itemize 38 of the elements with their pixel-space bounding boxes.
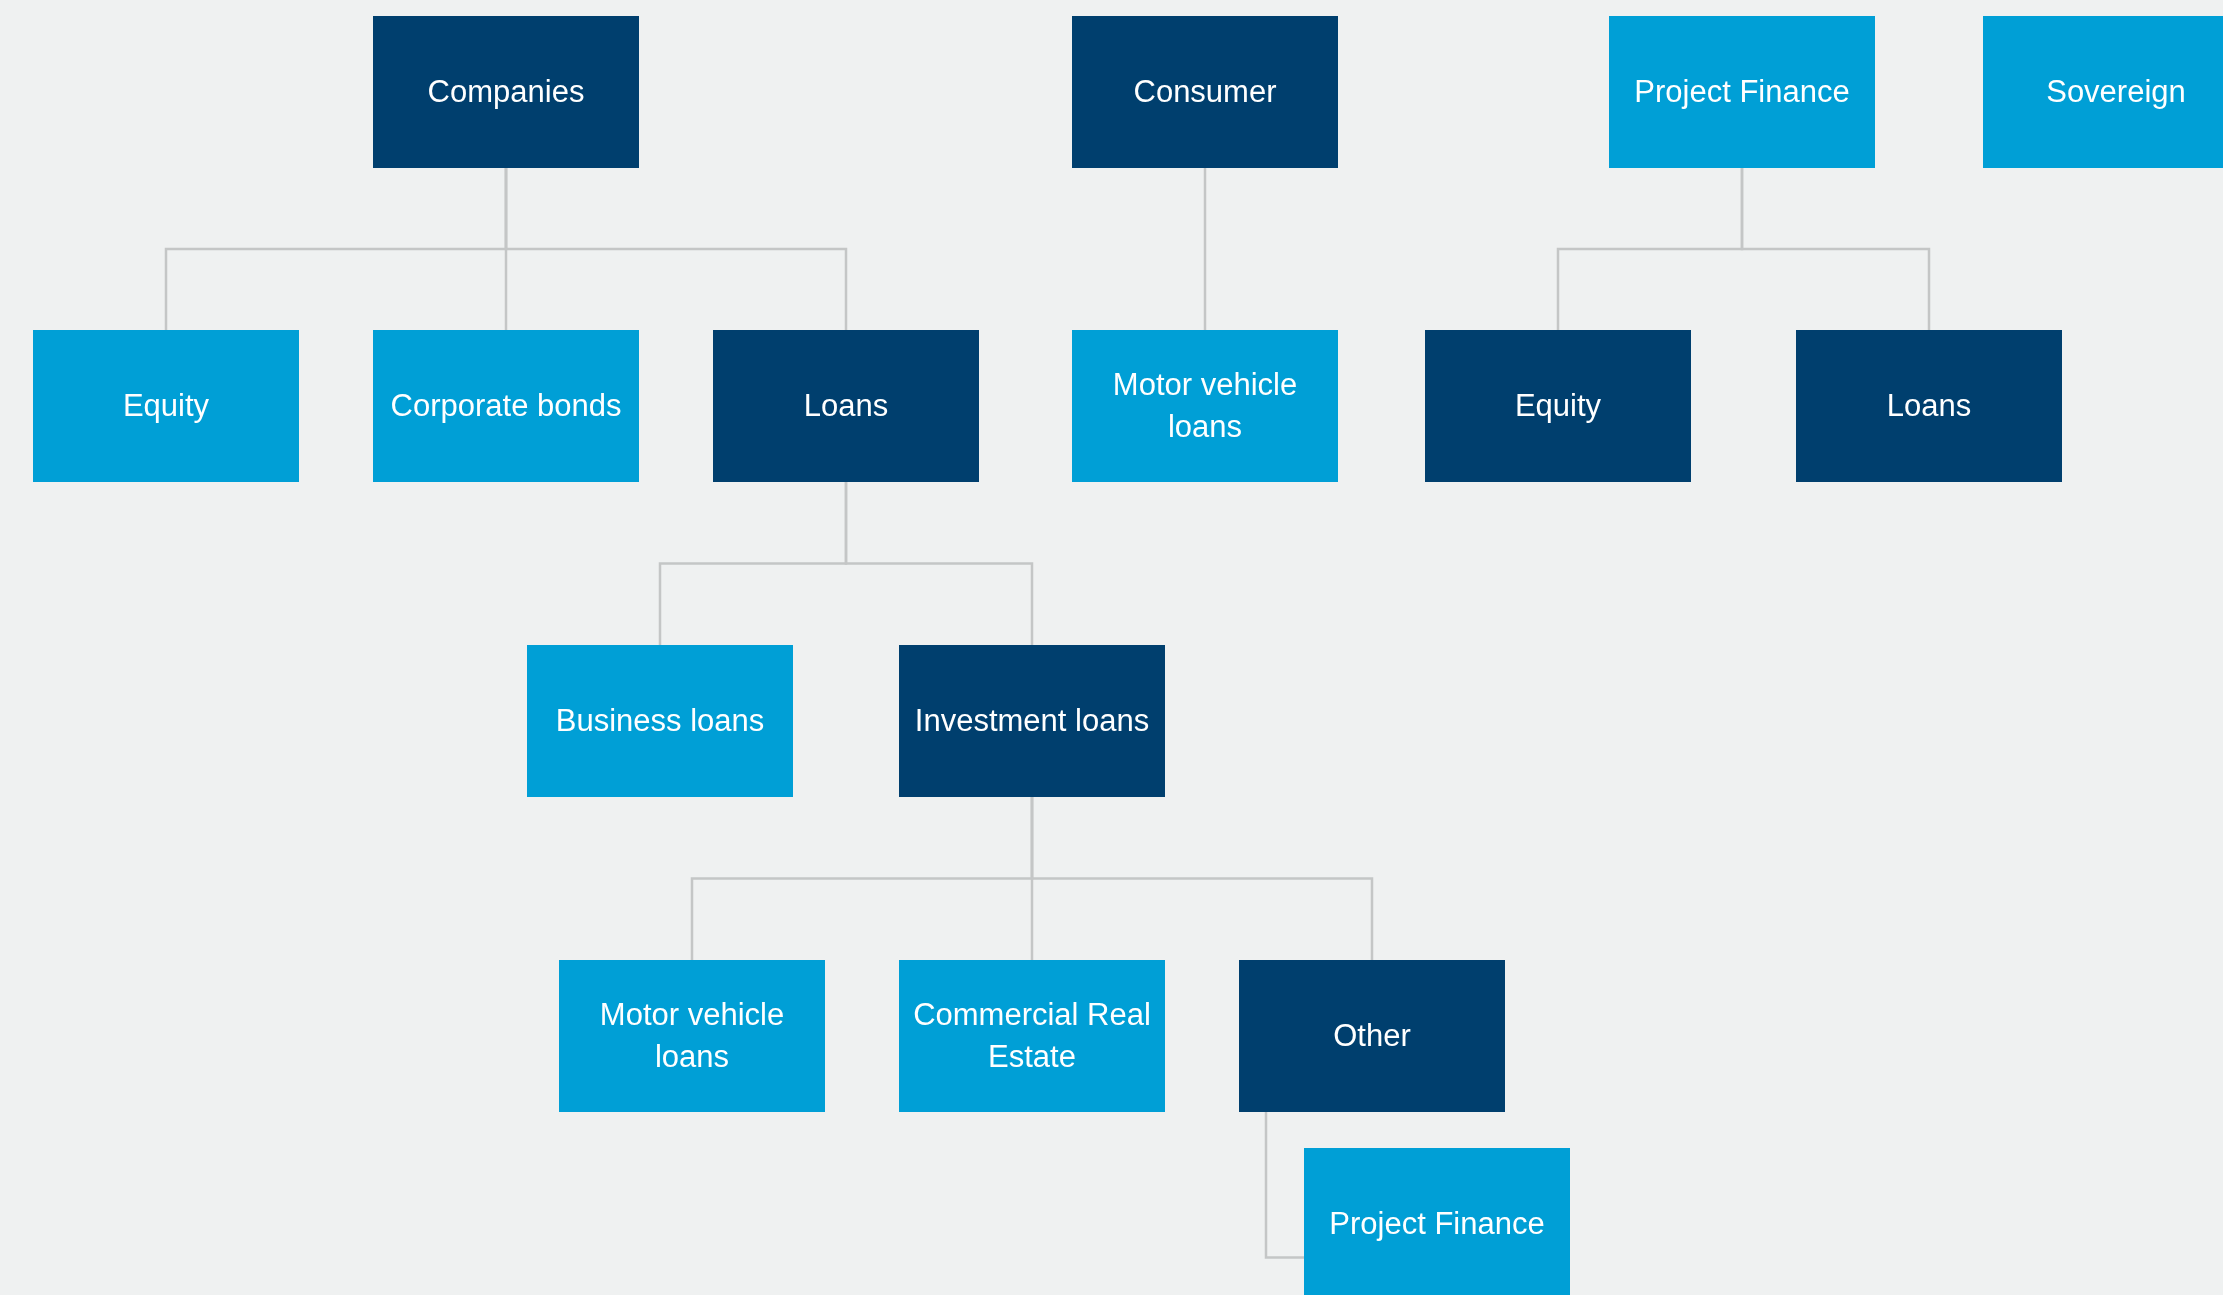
connector-line: [1203, 168, 1207, 330]
box-label: Project Finance: [1329, 1205, 1545, 1244]
box-label: Companies: [427, 73, 585, 112]
box-label: Business loans: [555, 702, 765, 741]
box-label: Motor vehicle loans: [1111, 366, 1299, 446]
category-box: [1072, 16, 1338, 168]
category-box: [33, 330, 299, 482]
box-label: Commercial Real Estate: [913, 996, 1151, 1076]
category-box: [1609, 16, 1875, 168]
box-label: Sovereign: [2046, 73, 2186, 112]
box-label: Project Finance: [1634, 73, 1850, 112]
box-label: Equity: [122, 387, 210, 426]
box-label: Motor vehicle loans: [598, 996, 786, 1076]
category-box: [899, 960, 1165, 1112]
category-box: [1983, 16, 2223, 168]
category-box: [899, 645, 1165, 797]
connector-line: [844, 482, 1034, 645]
category-box: [373, 330, 639, 482]
category-box: [559, 960, 825, 1112]
box-label: Investment loans: [914, 702, 1150, 741]
category-box: [1072, 330, 1338, 482]
category-box: [1239, 960, 1505, 1112]
category-box: [373, 16, 639, 168]
connector-line: [1030, 797, 1374, 960]
box-label: Consumer: [1133, 73, 1277, 112]
box-label: Equity: [1514, 387, 1602, 426]
connector-line: [1740, 168, 1931, 330]
category-box: [527, 645, 793, 797]
category-box: [713, 330, 979, 482]
category-box: [1796, 330, 2062, 482]
box-label: Loans: [803, 387, 889, 426]
connector-line: [504, 168, 848, 330]
box-label: Corporate bonds: [390, 387, 622, 426]
connector-line: [1264, 1112, 1304, 1259]
box-label: Other: [1333, 1017, 1411, 1056]
category-box: [1425, 330, 1691, 482]
box-label: Loans: [1886, 387, 1972, 426]
category-box: [1304, 1148, 1570, 1295]
